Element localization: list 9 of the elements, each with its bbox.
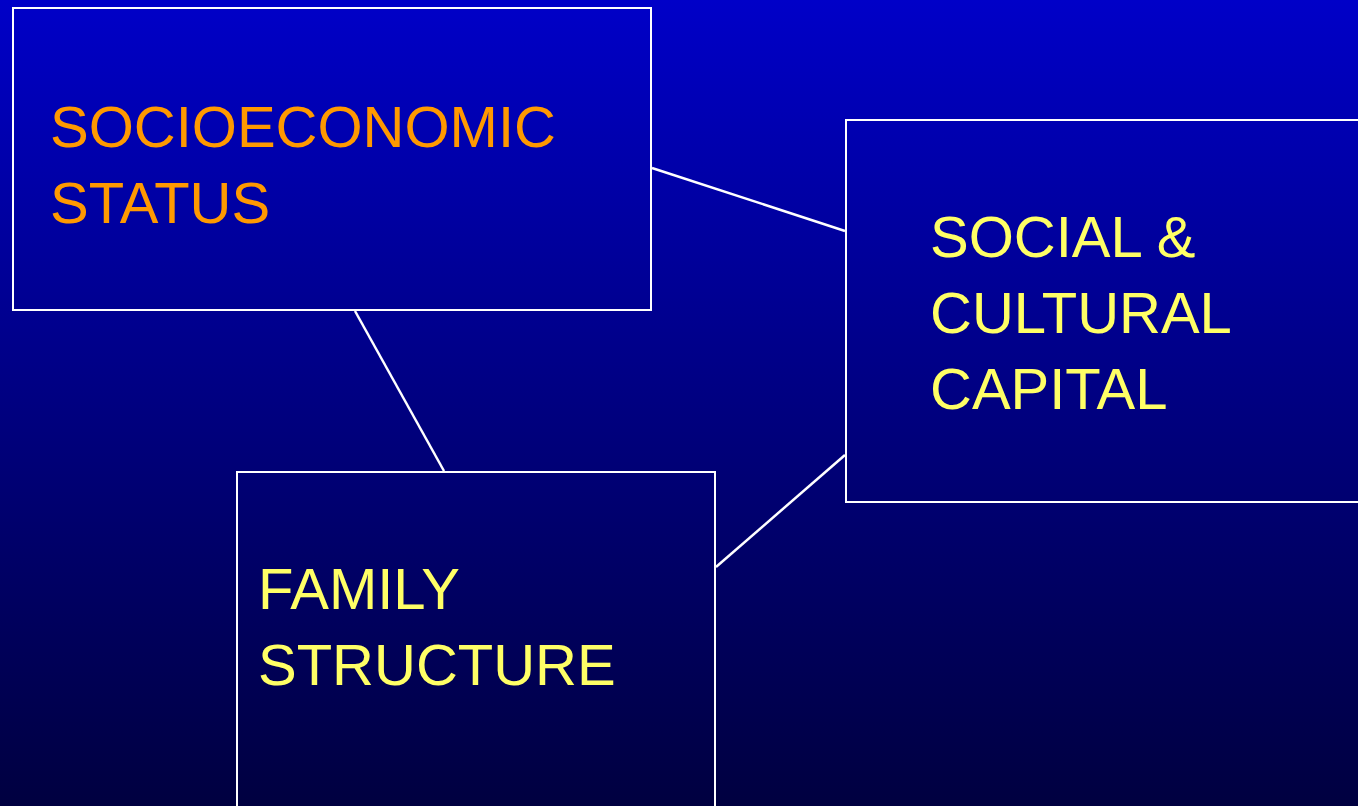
concept-label: SOCIAL & CULTURAL CAPITAL — [930, 203, 1231, 423]
concept-label: FAMILY STRUCTURE — [258, 555, 617, 699]
concept-box — [236, 471, 716, 806]
concept-box — [845, 119, 1358, 503]
connector-line — [715, 454, 846, 568]
connector-line — [651, 166, 846, 233]
concept-label: SOCIOECONOMIC STATUS — [50, 93, 557, 237]
concept-box — [12, 7, 652, 311]
connector-line — [353, 310, 446, 472]
